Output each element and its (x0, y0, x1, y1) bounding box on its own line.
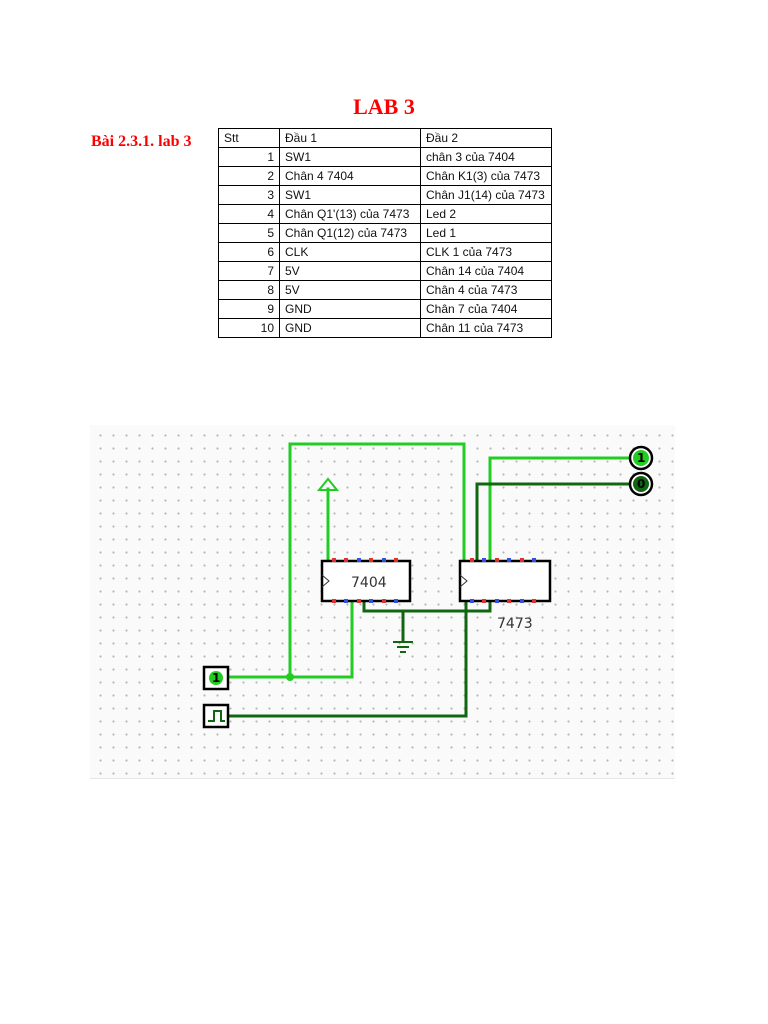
connection-table: Stt Đầu 1 Đầu 2 1 SW1 chân 3 của 7404 2 … (218, 128, 552, 338)
table-row: 5 Chân Q1(12) của 7473 Led 1 (218, 223, 552, 243)
page-title: LAB 3 (353, 94, 415, 119)
cell-end-1: CLK (279, 242, 421, 262)
table-row: 9 GND Chân 7 của 7404 (218, 299, 552, 319)
wire-7473-q-to-led1 (488, 456, 630, 563)
cell-end-1: GND (279, 318, 421, 338)
chip-7473[interactable] (458, 558, 552, 603)
cell-end-2: chân 3 của 7404 (420, 147, 552, 167)
led-2: 0 (628, 471, 654, 497)
cell-end-1: SW1 (279, 147, 421, 167)
cell-stt: 8 (218, 280, 280, 300)
header-end-1: Đầu 1 (279, 128, 421, 148)
table-row: 3 SW1 Chân J1(14) của 7473 (218, 185, 552, 205)
cell-end-1: 5V (279, 280, 421, 300)
led-1-value: 1 (637, 451, 645, 465)
cell-stt: 3 (218, 185, 280, 205)
wire-clock-to-7473 (226, 599, 468, 718)
clock-wave-icon (208, 710, 225, 722)
cell-stt: 7 (218, 261, 280, 281)
clock-source[interactable] (202, 703, 230, 729)
wire-junction (286, 673, 294, 681)
ground-icon (393, 641, 413, 653)
switch-sw1-value: 1 (212, 671, 220, 685)
cell-end-2: Chân J1(14) của 7473 (420, 185, 552, 205)
table-row: 7 5V Chân 14 của 7404 (218, 261, 552, 281)
cell-end-2: Chân K1(3) của 7473 (420, 166, 552, 186)
switch-sw1[interactable]: 1 (202, 665, 230, 691)
cell-stt: 2 (218, 166, 280, 186)
cell-end-1: Chân 4 7404 (279, 166, 421, 186)
cell-end-2: CLK 1 của 7473 (420, 242, 552, 262)
table-header-row: Stt Đầu 1 Đầu 2 (218, 128, 552, 148)
chip-7404-label: 7404 (351, 575, 387, 591)
table-row: 8 5V Chân 4 của 7473 (218, 280, 552, 300)
cell-end-1: SW1 (279, 185, 421, 205)
wire-sw1-to-7404 (288, 599, 354, 679)
exercise-title: Bài 2.3.1. lab 3 (91, 133, 192, 150)
table-row: 4 Chân Q1'(13) của 7473 Led 2 (218, 204, 552, 224)
cell-end-2: Led 1 (420, 223, 552, 243)
header-stt: Stt (218, 128, 280, 148)
cell-end-1: Chân Q1'(13) của 7473 (279, 204, 421, 224)
cell-end-2: Chân 14 của 7404 (420, 261, 552, 281)
cell-end-2: Chân 4 của 7473 (420, 280, 552, 300)
cell-stt: 4 (218, 204, 280, 224)
table-row: 2 Chân 4 7404 Chân K1(3) của 7473 (218, 166, 552, 186)
vcc-arrow-icon (316, 477, 340, 491)
cell-stt: 10 (218, 318, 280, 338)
circuit-diagram: 7404 (202, 442, 654, 729)
led-2-value: 0 (637, 477, 645, 491)
wire-ground-bus (362, 599, 492, 613)
cell-stt: 5 (218, 223, 280, 243)
cell-end-2: Chân 7 của 7404 (420, 299, 552, 319)
wire-7473-qbar-to-led2 (475, 482, 630, 563)
cell-end-2: Led 2 (420, 204, 552, 224)
table-row: 1 SW1 chân 3 của 7404 (218, 147, 552, 167)
chip-7473-label: 7473 (497, 616, 533, 632)
led-1: 1 (628, 445, 654, 471)
cell-end-1: GND (279, 299, 421, 319)
circuit-canvas: 7404 (90, 425, 675, 779)
cell-stt: 6 (218, 242, 280, 262)
table-row: 6 CLK CLK 1 của 7473 (218, 242, 552, 262)
cell-stt: 1 (218, 147, 280, 167)
table-row: 10 GND Chân 11 của 7473 (218, 318, 552, 338)
chip-7404[interactable]: 7404 (320, 558, 412, 603)
cell-end-2: Chân 11 của 7473 (420, 318, 552, 338)
cell-end-1: 5V (279, 261, 421, 281)
header-end-2: Đầu 2 (420, 128, 552, 148)
wire-sw1-to-7473-j (226, 442, 466, 679)
cell-end-1: Chân Q1(12) của 7473 (279, 223, 421, 243)
cell-stt: 9 (218, 299, 280, 319)
